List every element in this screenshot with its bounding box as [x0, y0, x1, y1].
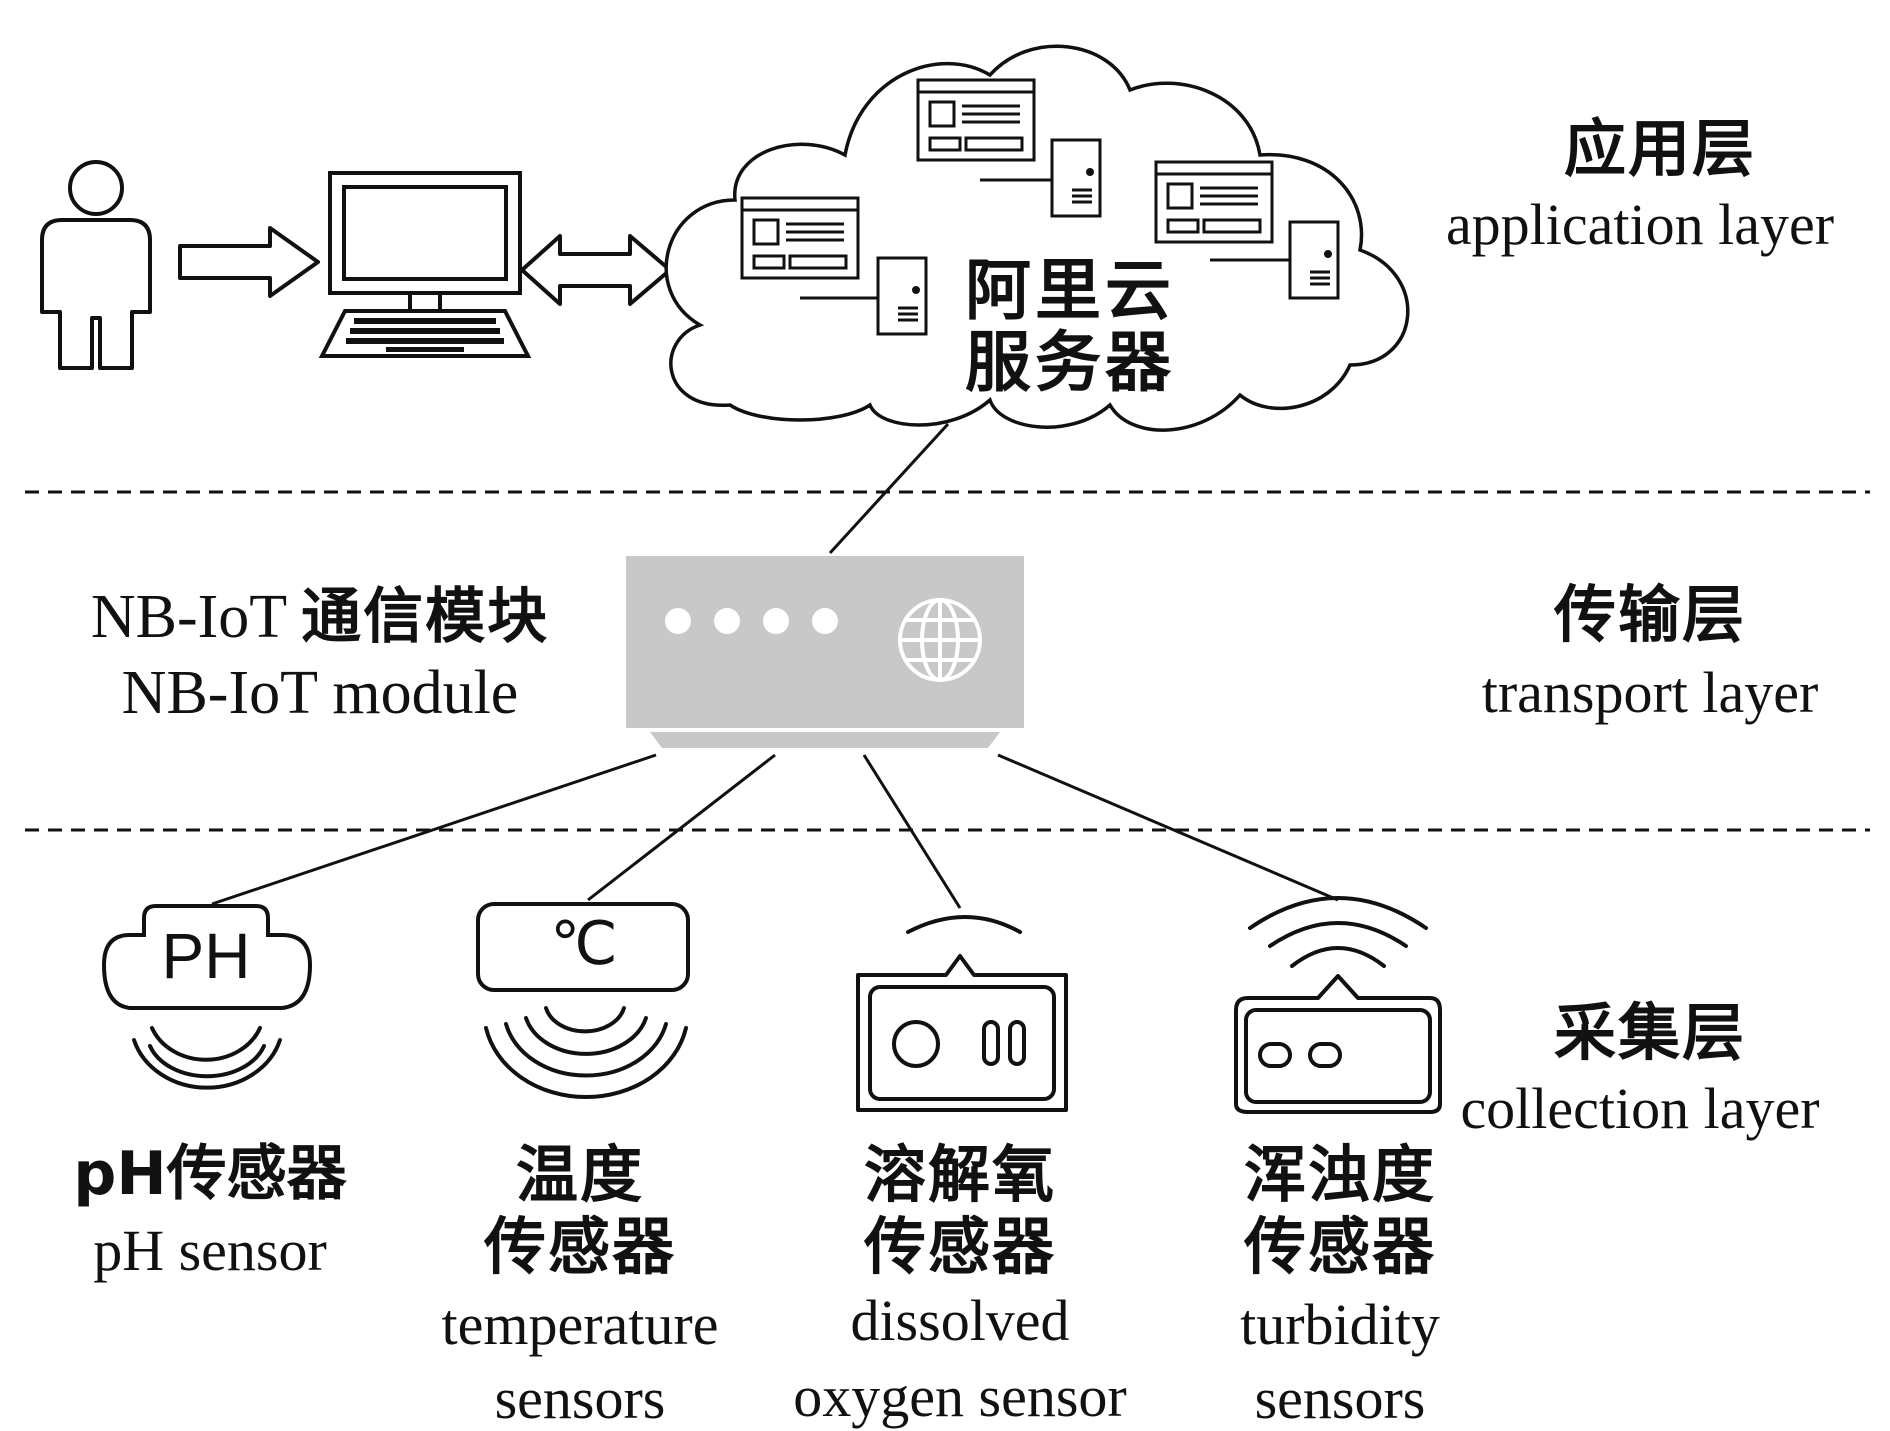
temperature-sensor-label-zh2: 传感器 — [483, 1210, 676, 1283]
turbidity-sensor-label-en1: turbidity — [1240, 1292, 1440, 1357]
ph-sensor-label-en: pH sensor — [93, 1218, 327, 1283]
transport-layer-zh: 传输层 — [1553, 578, 1746, 651]
turbidity-sensor-label-zh2: 传感器 — [1243, 1210, 1436, 1283]
computer-icon — [318, 171, 532, 358]
ph-sensor-icon — [101, 904, 313, 1090]
transport-layer-en: transport layer — [1481, 660, 1819, 725]
link-module-ph-sensor — [211, 753, 657, 906]
server-icon — [1210, 220, 1340, 300]
double-arrow-computer-cloud — [520, 234, 672, 306]
web-window-icon — [916, 78, 1036, 162]
server-icon — [980, 138, 1102, 218]
turbidity-sensor-label-zh1: 浑浊度 — [1243, 1138, 1436, 1211]
nb-iot-module-device — [626, 556, 1024, 748]
ph-sensor-label-zh: pH传感器 — [40, 1144, 380, 1204]
dissolved-oxygen-sensor-icon — [856, 915, 1068, 1112]
cloud-label-line2: 服务器 — [965, 324, 1175, 401]
turbidity-sensor-icon — [1234, 896, 1442, 1114]
dissolved-oxygen-sensor-label-zh2: 传感器 — [863, 1210, 1056, 1283]
temperature-sensor-label-en1: temperature — [441, 1292, 719, 1357]
collection-layer-en: collection layer — [1460, 1076, 1820, 1141]
link-cloud-module — [828, 422, 950, 555]
celsius-icon-text: ℃ — [550, 909, 618, 979]
ph-icon-text: PH — [161, 920, 251, 992]
module-label-en: NB-IoT module — [121, 659, 519, 727]
module-label-zh: NB-IoT 通信模块 — [40, 586, 600, 648]
collection-layer-zh: 采集层 — [1553, 996, 1746, 1069]
temperature-sensor-label-en2: sensors — [494, 1366, 666, 1431]
arrow-user-to-computer — [178, 226, 320, 298]
web-window-icon — [740, 196, 860, 280]
server-icon — [800, 256, 928, 336]
link-module-dissolved-oxygen-sensor — [862, 754, 962, 909]
cloud-label-line1: 阿里云 — [965, 252, 1175, 329]
application-layer-zh: 应用层 — [1563, 112, 1756, 185]
module-label-prefix: NB-IoT — [90, 583, 288, 651]
link-module-turbidity-sensor — [997, 753, 1339, 902]
temperature-sensor-icon — [476, 902, 690, 1100]
cloud-shape — [664, 44, 1410, 432]
application-layer-en: application layer — [1445, 192, 1835, 257]
web-window-icon — [1154, 160, 1274, 244]
dissolved-oxygen-sensor-label-en1: dissolved — [850, 1288, 1070, 1353]
temperature-sensor-label-zh1: 温度 — [515, 1138, 644, 1211]
dissolved-oxygen-sensor-label-zh1: 溶解氧 — [863, 1138, 1056, 1211]
ph-sensor-label-zh-text: pH传感器 — [73, 1139, 347, 1209]
globe-icon — [898, 598, 982, 682]
status-lights — [665, 608, 838, 634]
link-module-temperature-sensor — [587, 753, 776, 902]
user-icon — [40, 160, 152, 370]
turbidity-sensor-label-en2: sensors — [1254, 1366, 1426, 1431]
dissolved-oxygen-sensor-label-en2: oxygen sensor — [793, 1364, 1127, 1429]
module-label-name: 通信模块 — [301, 582, 550, 652]
